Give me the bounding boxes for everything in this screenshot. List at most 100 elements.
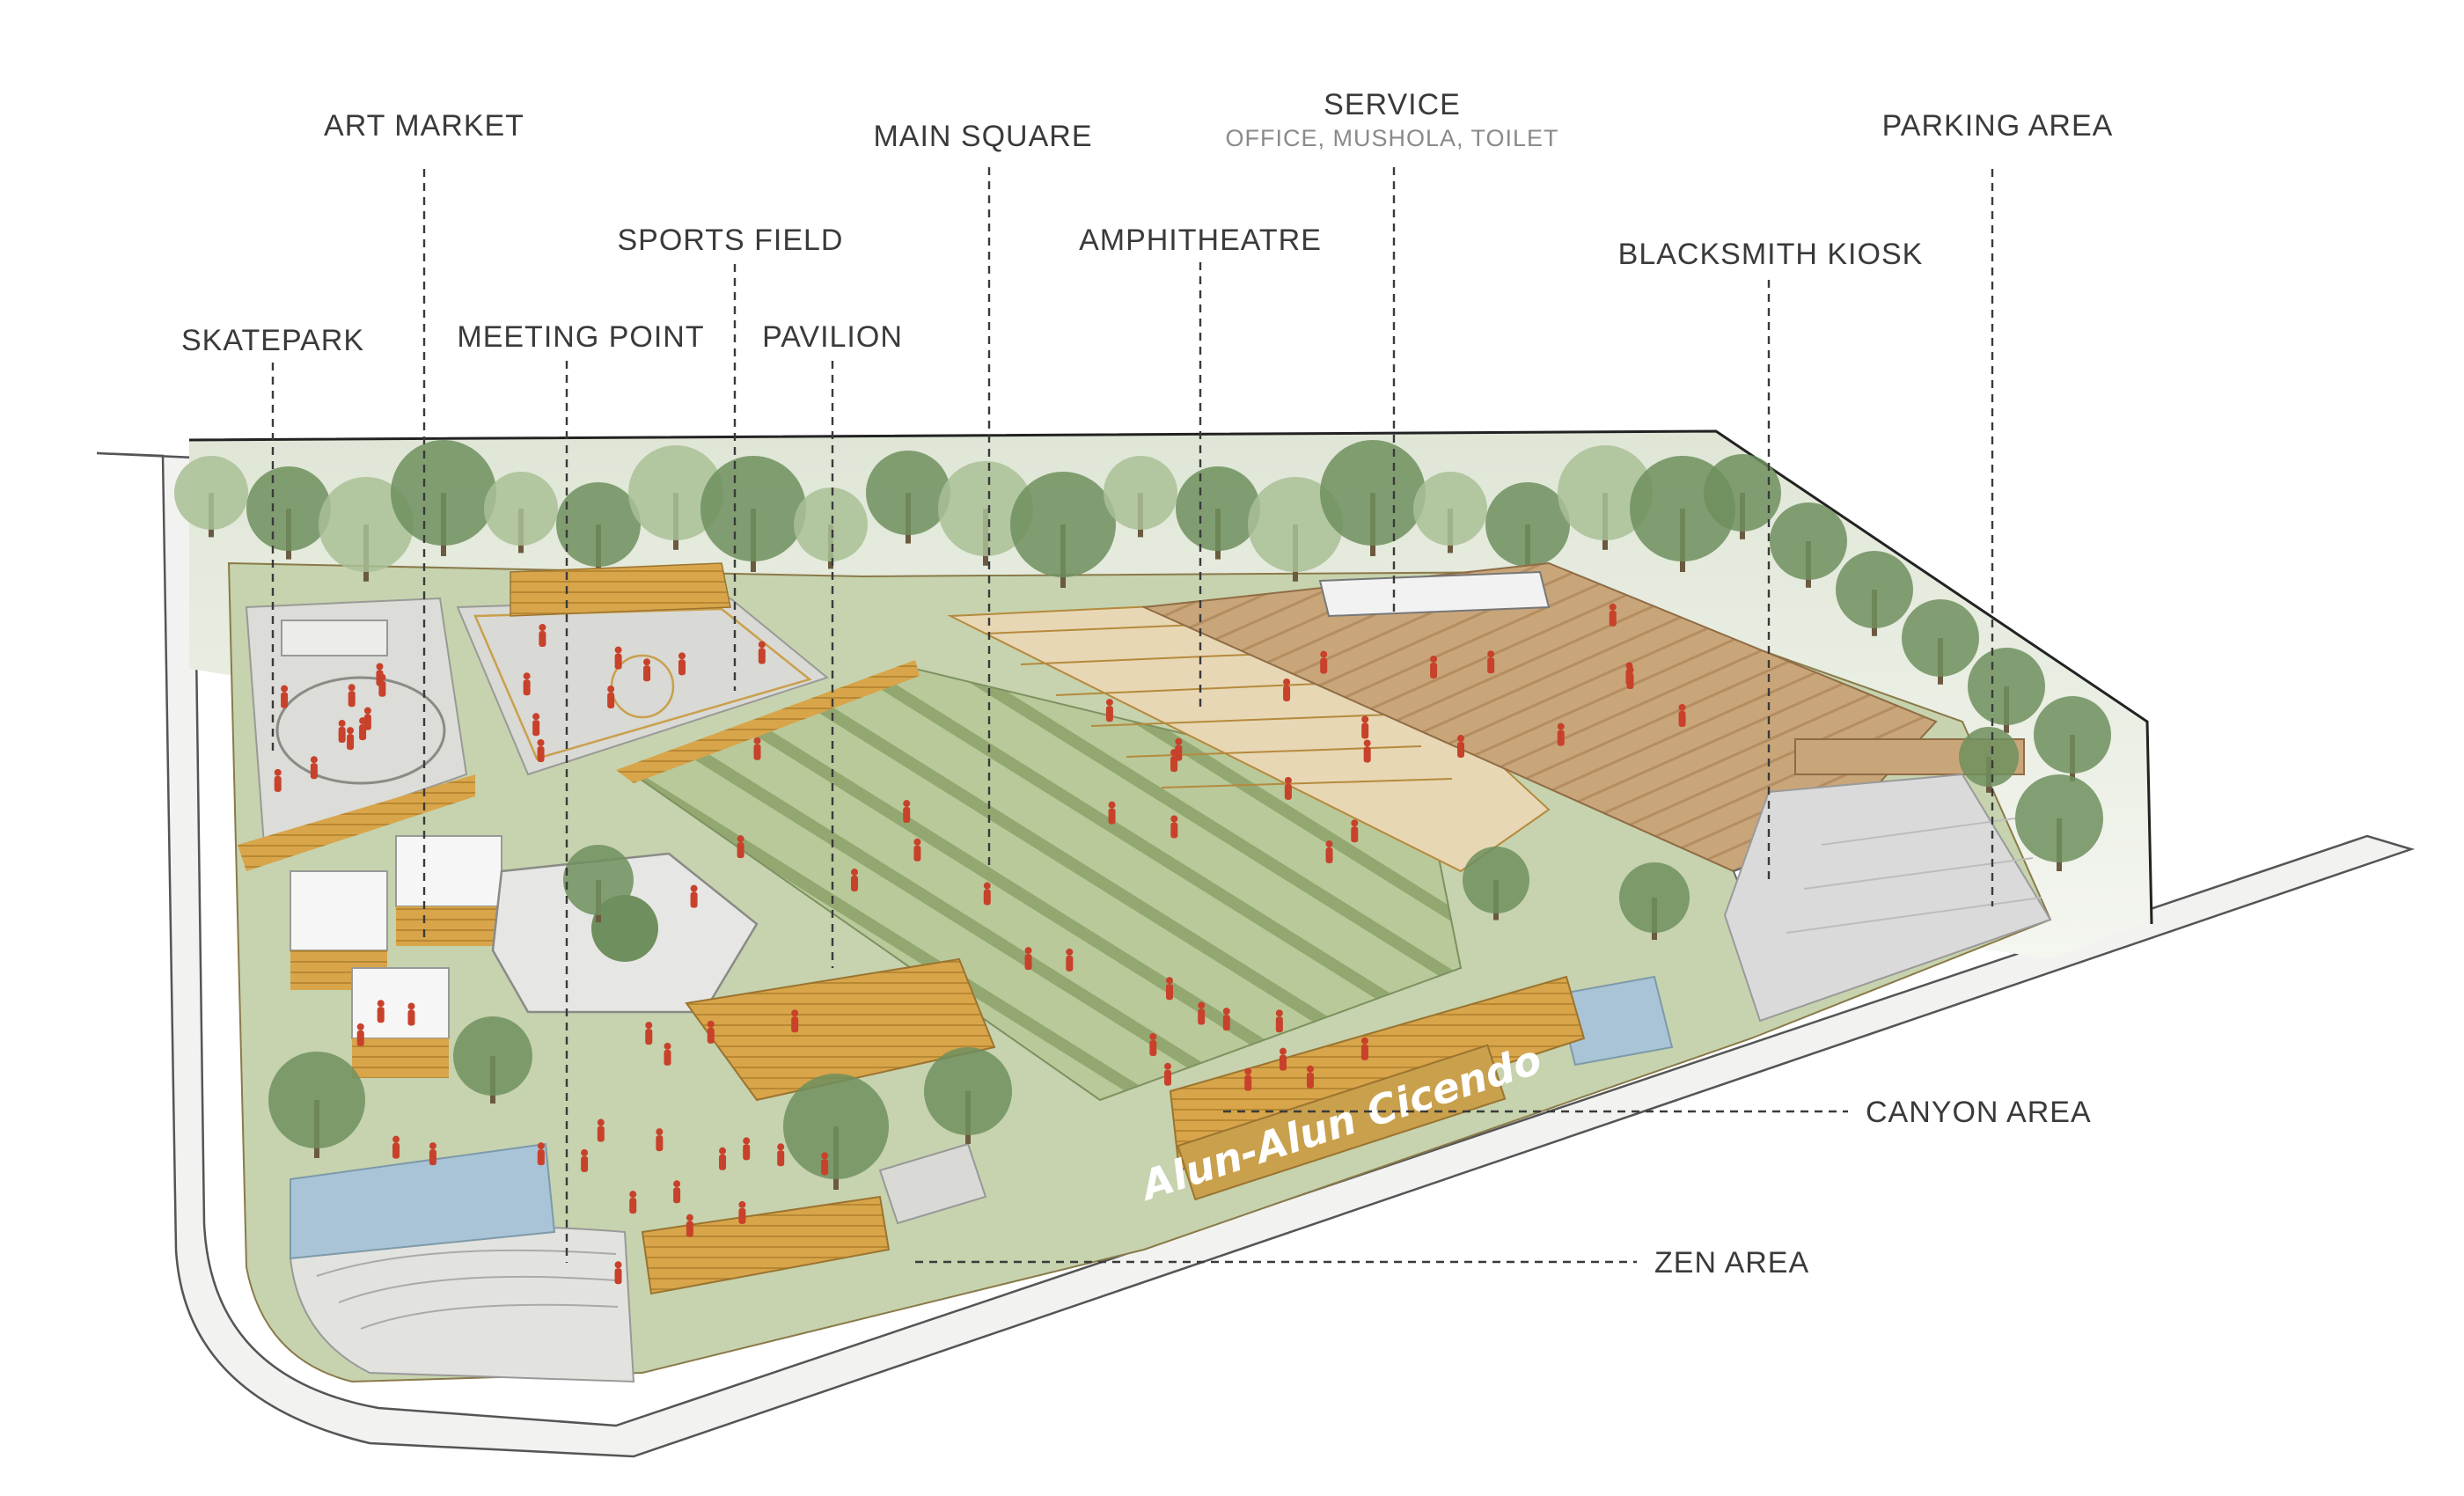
tree xyxy=(246,466,331,560)
person-figure xyxy=(274,768,282,792)
tree xyxy=(1485,482,1570,576)
tree xyxy=(1704,454,1781,539)
person-figure xyxy=(1626,666,1634,690)
person-figure xyxy=(643,658,651,682)
tree xyxy=(700,456,806,572)
tree xyxy=(938,461,1033,566)
person-figure xyxy=(407,1002,415,1026)
person-figure xyxy=(753,737,761,760)
person-figure xyxy=(1108,801,1116,825)
label-pavilion: PAVILION xyxy=(762,320,903,354)
parking-area xyxy=(1723,773,2052,1023)
person-figure xyxy=(1457,735,1465,759)
person-figure xyxy=(913,838,921,862)
person-figure xyxy=(338,719,346,743)
person-figure xyxy=(1430,655,1438,678)
person-figure xyxy=(348,684,356,708)
person-figure xyxy=(377,1000,385,1023)
person-figure xyxy=(777,1143,785,1167)
zen-area xyxy=(641,1142,987,1295)
person-figure xyxy=(537,738,545,762)
tree xyxy=(2034,696,2111,781)
person-figure xyxy=(719,1147,727,1170)
tree xyxy=(1770,502,1847,588)
tree-row xyxy=(174,440,2111,781)
tree xyxy=(563,845,634,922)
person-figure xyxy=(1166,977,1174,1001)
person-figure xyxy=(645,1022,653,1045)
person-figure xyxy=(1275,1009,1283,1033)
label-art-market: ART MARKET xyxy=(324,109,524,143)
person-figure xyxy=(1487,650,1495,674)
person-figure xyxy=(738,1200,746,1224)
person-figure xyxy=(1198,1001,1206,1025)
tree xyxy=(391,440,496,556)
person-figure xyxy=(1361,715,1369,739)
person-figure xyxy=(1363,739,1371,763)
person-figure xyxy=(429,1142,436,1166)
tree xyxy=(556,482,641,576)
person-figure xyxy=(983,882,991,906)
person-figure xyxy=(1024,947,1032,971)
person-figure xyxy=(597,1118,605,1142)
person-figure xyxy=(743,1137,751,1161)
people-figures xyxy=(274,603,1686,1285)
label-parking-area: PARKING AREA xyxy=(1882,109,2114,143)
tree xyxy=(783,1074,889,1190)
person-figure xyxy=(758,641,766,664)
tree xyxy=(1836,551,1913,636)
tree xyxy=(319,477,414,582)
person-figure xyxy=(821,1152,829,1176)
person-figure xyxy=(607,686,615,709)
labels: SKATEPARK ART MARKET MEETING POINT SPORT… xyxy=(181,88,2114,1280)
person-figure xyxy=(539,624,546,648)
person-figure xyxy=(737,835,744,859)
tree xyxy=(866,451,950,544)
person-figure xyxy=(1325,840,1333,864)
person-figure xyxy=(1678,703,1686,727)
label-meeting-point: MEETING POINT xyxy=(457,320,704,354)
tree xyxy=(484,472,558,554)
label-sports-field: SPORTS FIELD xyxy=(618,224,844,257)
sidewalk xyxy=(96,451,2416,1458)
person-figure xyxy=(686,1214,693,1237)
person-figure xyxy=(614,1261,622,1285)
art-market-area xyxy=(290,835,502,1078)
tree xyxy=(1959,727,2019,793)
sports-field-area xyxy=(456,562,830,776)
person-figure xyxy=(1244,1067,1252,1091)
tree xyxy=(1320,440,1426,556)
person-figure xyxy=(1175,737,1183,761)
person-figure xyxy=(359,717,367,741)
person-figure xyxy=(1557,722,1565,746)
person-figure xyxy=(1066,948,1074,972)
person-figure xyxy=(281,685,289,708)
person-figure xyxy=(1164,1062,1172,1086)
tree xyxy=(628,445,723,550)
tree xyxy=(453,1016,532,1104)
person-figure xyxy=(1360,1037,1368,1060)
person-figure xyxy=(1149,1033,1157,1057)
person-figure xyxy=(1351,819,1359,843)
tree xyxy=(1558,445,1653,550)
label-canyon-area: CANYON AREA xyxy=(1866,1096,2092,1129)
person-figure xyxy=(656,1128,664,1152)
main-square-area xyxy=(616,660,1463,1102)
person-figure xyxy=(791,1009,799,1033)
label-blacksmith-kiosk: BLACKSMITH KIOSK xyxy=(1618,238,1924,271)
tree xyxy=(174,456,248,538)
person-figure xyxy=(581,1148,589,1172)
boundary-line xyxy=(188,429,2153,925)
tree xyxy=(1463,847,1529,920)
person-figure xyxy=(1609,603,1617,627)
tree xyxy=(1248,477,1343,582)
skatepark-area xyxy=(238,597,475,871)
tree xyxy=(1619,862,1690,940)
person-figure xyxy=(310,756,318,780)
person-figure xyxy=(1306,1065,1314,1089)
tree xyxy=(1104,456,1177,538)
meeting-point-area xyxy=(289,1142,635,1383)
person-figure xyxy=(532,713,540,737)
person-figure xyxy=(851,869,859,892)
